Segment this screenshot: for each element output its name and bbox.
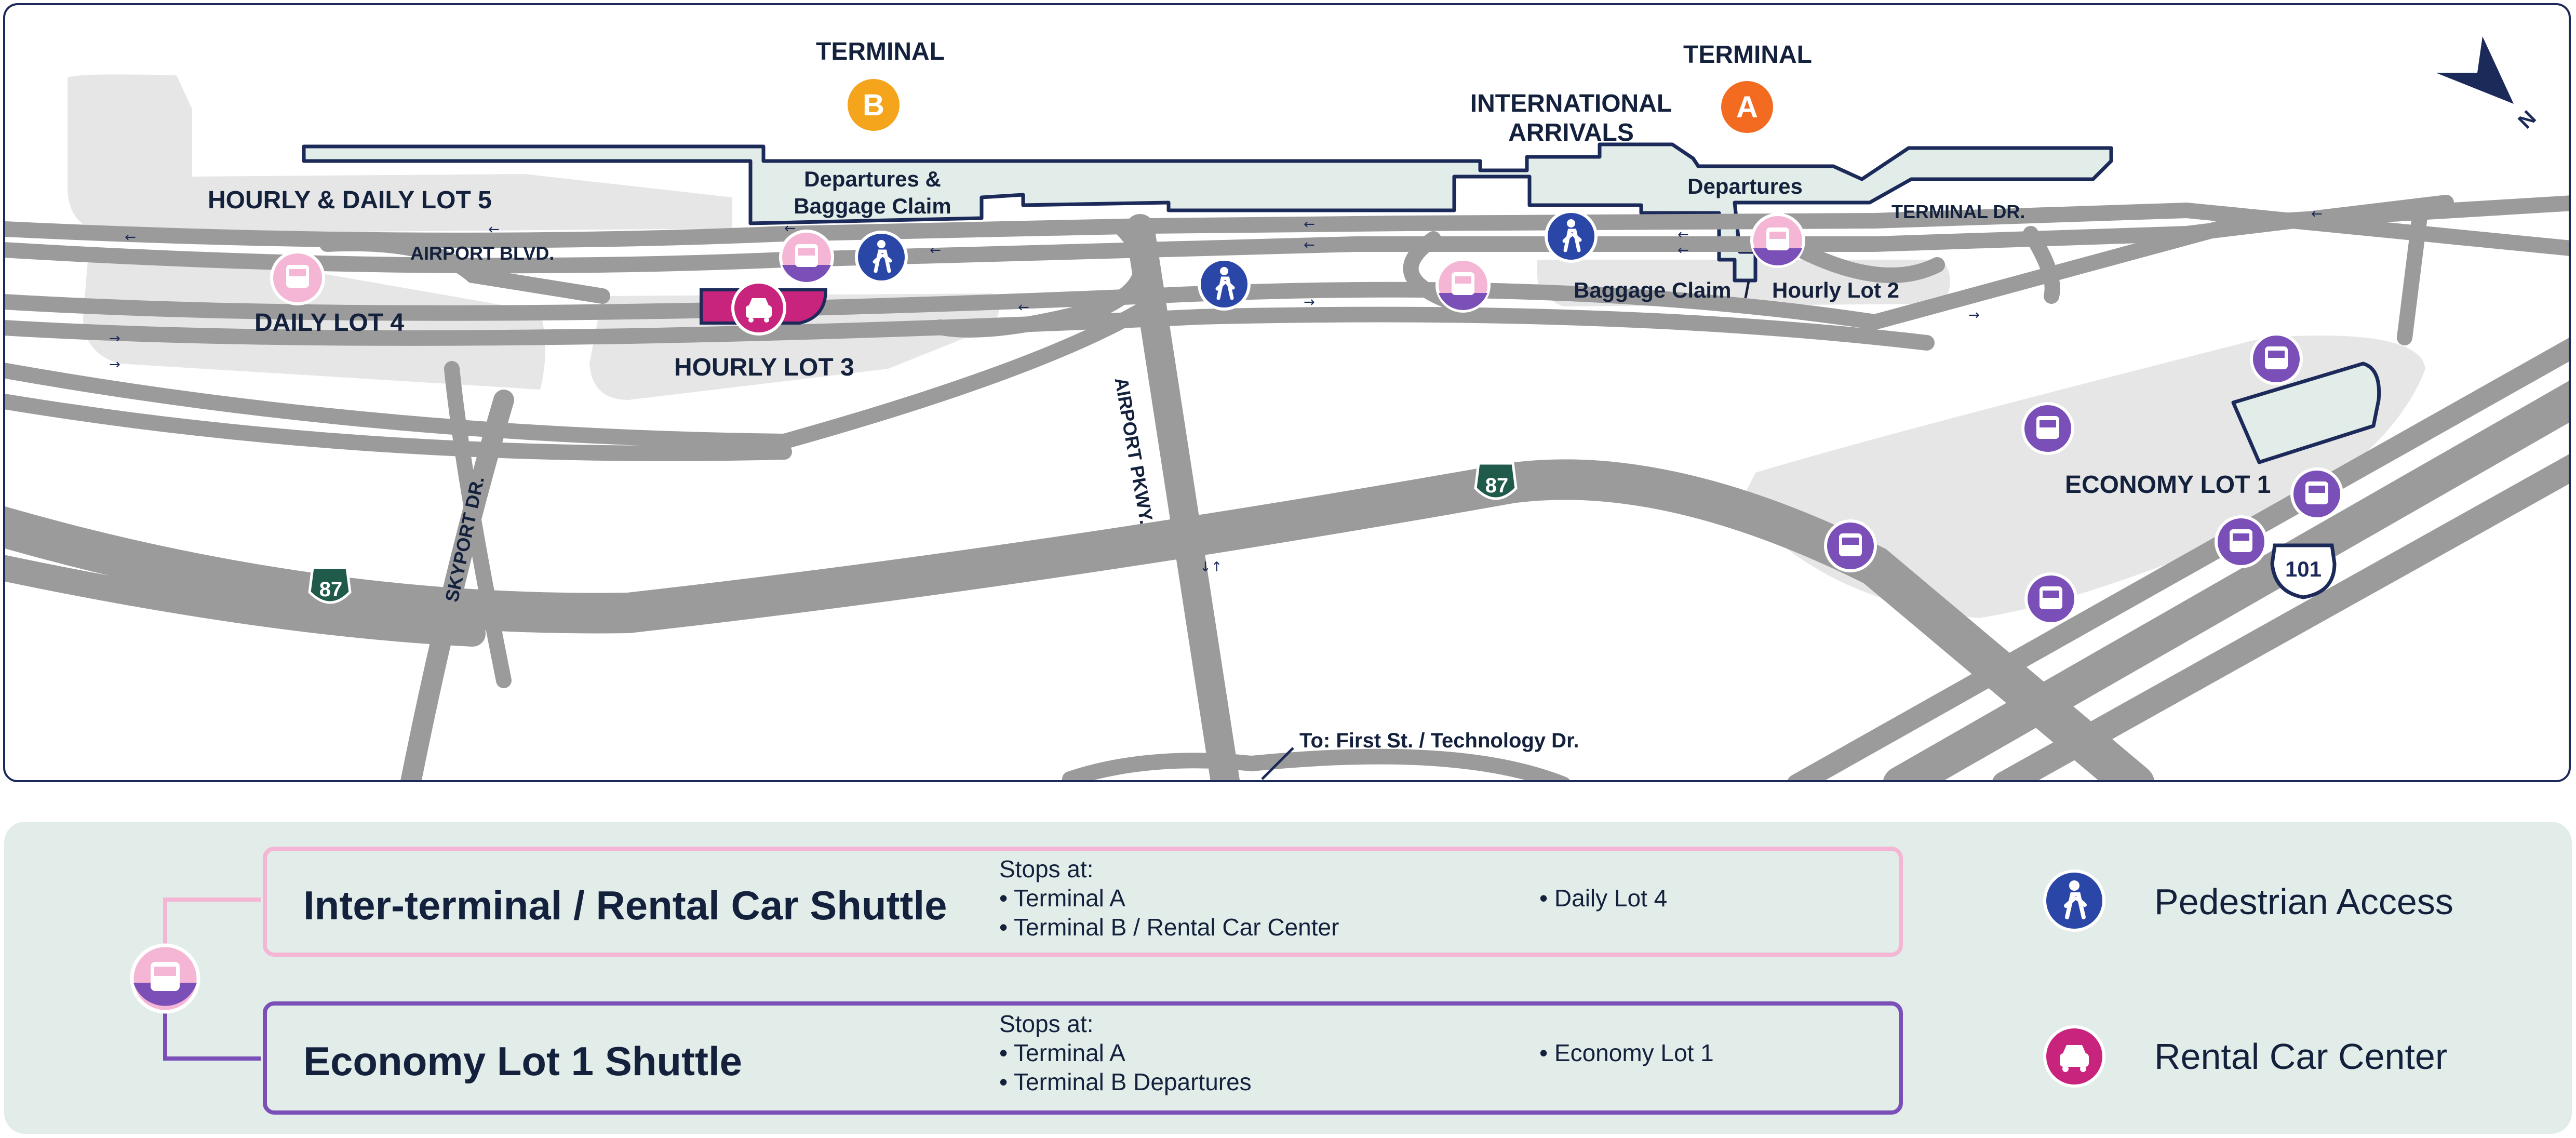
economy-stop: • Terminal A <box>999 1039 1125 1066</box>
bus-icon[interactable] <box>1749 212 1806 269</box>
pedestrian-icon[interactable] <box>1544 209 1599 264</box>
economy-stop: • Terminal B Departures <box>999 1068 1252 1095</box>
svg-text:101: 101 <box>2285 557 2322 581</box>
terminal-b-heading: TERMINAL <box>816 38 945 65</box>
bus-icon[interactable] <box>2249 331 2304 386</box>
economy-stops-heading: Stops at: <box>999 1010 1094 1037</box>
legend-panel: Inter-terminal / Rental Car Shuttle Stop… <box>4 822 2572 1134</box>
pedestrian-icon <box>2043 869 2105 932</box>
svg-text:←: ← <box>1678 243 1689 258</box>
svg-text:←: ← <box>1304 217 1315 232</box>
airport-map: ←←← ←←← ←←→ →→→ ←←↓↑ N 87 87 101 TERMINA <box>3 3 2571 782</box>
departures-a-label: Departures <box>1687 174 1803 198</box>
svg-text:→: → <box>1968 307 1980 323</box>
first-st-leader-line <box>1261 747 1294 780</box>
svg-text:←: ← <box>1018 300 1029 315</box>
lot-5-area <box>68 74 732 234</box>
rental-car-icon <box>2043 1025 2105 1088</box>
rental-car-center-label: Rental Car Center <box>2154 1036 2448 1077</box>
lot-3-area <box>589 293 1000 400</box>
lot-5-label: HOURLY & DAILY LOT 5 <box>208 186 492 214</box>
ramp-5 <box>2397 205 2428 345</box>
hwy-101-road <box>1883 381 2569 780</box>
departures-b-label-1: Departures & <box>804 167 941 191</box>
ramp-4 <box>2023 226 2060 304</box>
svg-text:←: ← <box>1678 227 1689 243</box>
svg-text:87: 87 <box>319 578 343 601</box>
inter-terminal-stop: • Terminal A <box>999 885 1125 912</box>
svg-text:87: 87 <box>1485 474 1509 497</box>
map-graphic: ←←← ←←← ←←→ →→→ ←←↓↑ N 87 87 101 <box>5 36 2569 780</box>
svg-text:←: ← <box>125 230 136 245</box>
baggage-claim-label: Baggage Claim <box>1574 278 1732 302</box>
daily-lot-4-label: DAILY LOT 4 <box>254 309 405 337</box>
bus-icon[interactable] <box>269 249 326 306</box>
hwy-101-road-2 <box>1992 454 2569 780</box>
lower-road <box>5 299 1156 450</box>
pedestrian-access-label: Pedestrian Access <box>2154 881 2453 922</box>
svg-text:←: ← <box>488 222 500 237</box>
airport-pkwy-road <box>1125 214 1240 780</box>
lower-road-2 <box>5 394 792 461</box>
svg-text:←: ← <box>930 243 941 258</box>
economy-stop: • Economy Lot 1 <box>1539 1039 1714 1066</box>
terminal-a-heading: TERMINAL <box>1683 41 1812 69</box>
terminal-dr-road <box>5 195 2569 330</box>
traffic-arrows: ←←← ←←← ←←→ →→→ ←←↓↑ <box>109 206 2323 575</box>
terminal-b-badge: B <box>848 79 900 131</box>
svg-text:→: → <box>109 331 120 346</box>
inter-terminal-stops-heading: Stops at: <box>999 855 1094 882</box>
hourly-lot-2-label: Hourly Lot 2 <box>1772 278 1900 302</box>
economy-garage <box>2231 362 2381 464</box>
economy-lot-1-label: ECONOMY LOT 1 <box>2065 471 2271 499</box>
first-st-label: To: First St. / Technology Dr. <box>1299 729 1579 752</box>
rental-car-icon[interactable] <box>730 279 787 337</box>
lot-4-area <box>83 252 545 390</box>
pedestrian-icon[interactable] <box>1197 257 1252 312</box>
ramp-7 <box>319 235 610 304</box>
airport-blvd-label: AIRPORT BLVD. <box>410 243 555 264</box>
hwy-87-shield-icon-2: 87 <box>1474 462 1518 500</box>
ramp-1 <box>932 221 1150 338</box>
svg-text:←: ← <box>2311 206 2323 222</box>
inter-terminal-shuttle-box: Inter-terminal / Rental Car Shuttle Stop… <box>263 847 1903 957</box>
hourly-lot-3-label: HOURLY LOT 3 <box>674 354 854 381</box>
pedestrian-icon[interactable] <box>854 230 909 285</box>
international-arrivals-label: INTERNATIONAL ARRIVALS <box>1470 90 1672 146</box>
departures-b-label-2: Baggage Claim <box>794 194 951 218</box>
terminal-dr-label: TERMINAL DR. <box>1891 201 2025 222</box>
bus-icon[interactable] <box>2023 571 2078 626</box>
bus-icon[interactable] <box>2020 401 2075 456</box>
svg-text:←: ← <box>784 221 796 236</box>
inter-terminal-stop: • Terminal B / Rental Car Center <box>999 914 1339 941</box>
svg-text:→: → <box>109 357 120 372</box>
ramp-2 <box>1403 231 1457 309</box>
hwy-87-road-2 <box>5 555 486 647</box>
airport-blvd-road <box>5 202 2569 256</box>
bus-icon[interactable] <box>778 229 835 286</box>
economy-shuttle-title: Economy Lot 1 Shuttle <box>303 1038 743 1084</box>
compass-arrow-icon: N <box>2436 36 2541 133</box>
skyport-dr-road-2 <box>444 361 512 688</box>
compass-n-label: N <box>2514 106 2541 133</box>
inter-terminal-shuttle-title: Inter-terminal / Rental Car Shuttle <box>303 882 947 928</box>
economy-shuttle-box: Economy Lot 1 Shuttle Stops at: • Termin… <box>263 1001 1903 1115</box>
us-101-shield-icon: 101 <box>2270 543 2337 599</box>
bus-icon[interactable] <box>1823 518 1878 573</box>
bus-icon[interactable] <box>1434 257 1492 314</box>
ramp-6 <box>1062 748 1570 780</box>
svg-text:←: ← <box>1304 237 1315 253</box>
hwy-87-shield-icon-1: 87 <box>308 566 352 604</box>
hwy-101-road-3 <box>1787 338 2569 780</box>
svg-text:→: → <box>1304 294 1315 310</box>
bus-icon[interactable] <box>2213 514 2269 569</box>
bus-icon <box>130 943 200 1014</box>
inter-terminal-stop: • Daily Lot 4 <box>1539 885 1668 912</box>
slash-label: / <box>1744 278 1750 302</box>
terminal-a-badge: A <box>1721 81 1773 133</box>
svg-text:↓↑: ↓↑ <box>1200 559 1223 575</box>
skyport-dr-road <box>400 390 514 780</box>
bus-icon[interactable] <box>2289 466 2344 521</box>
